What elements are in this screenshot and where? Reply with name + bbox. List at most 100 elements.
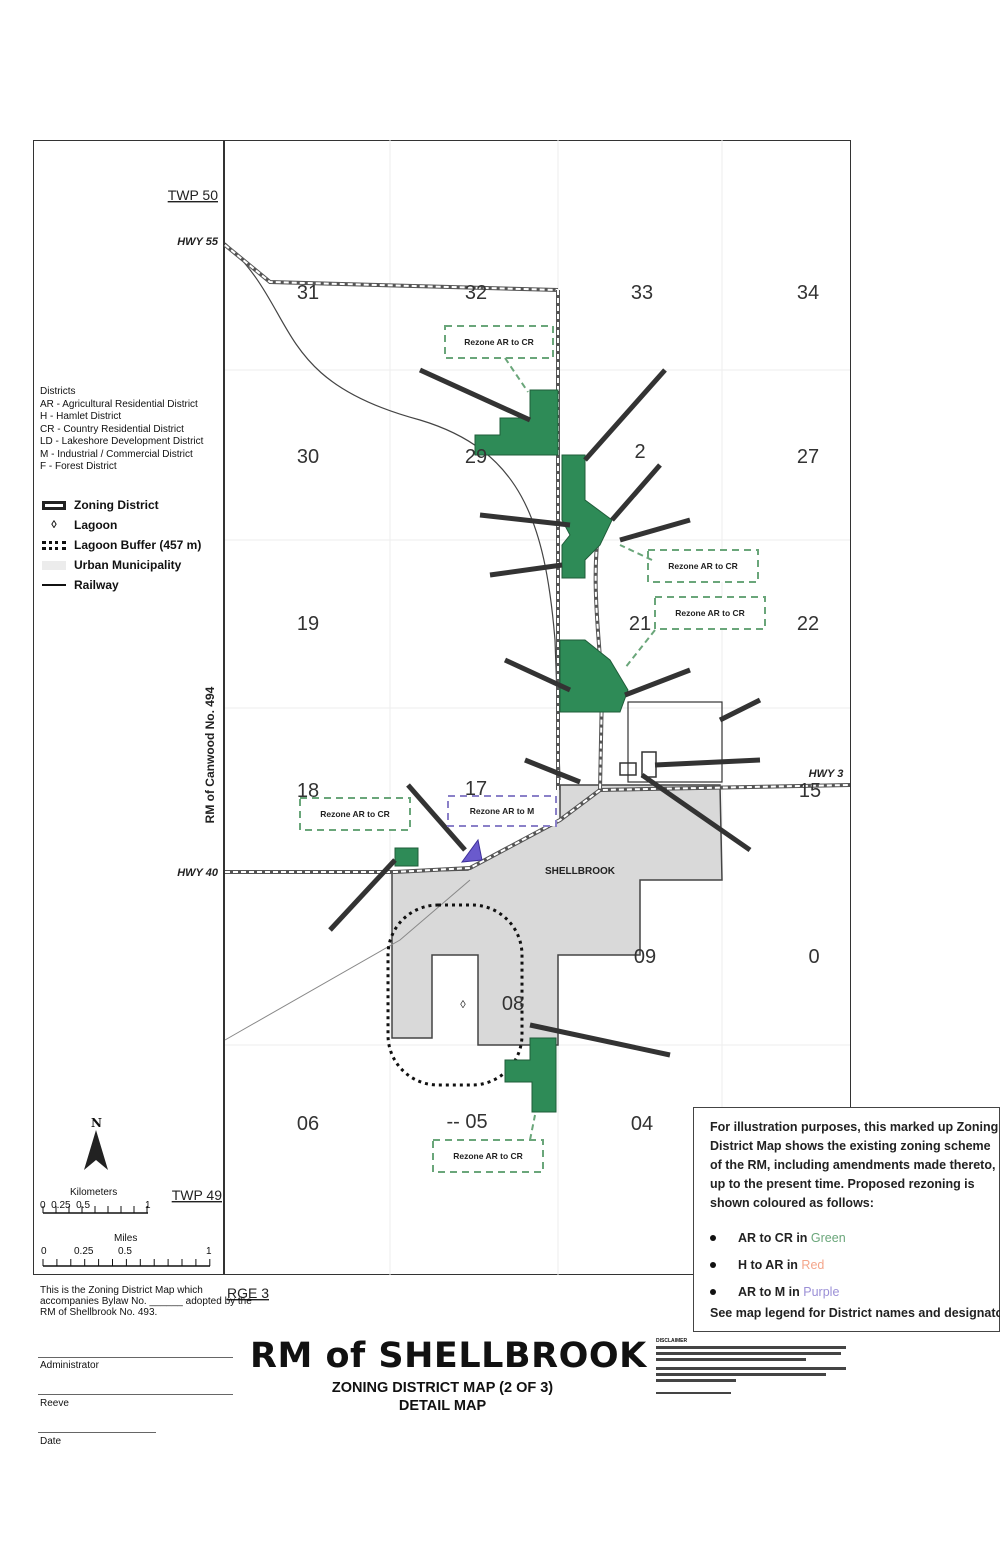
km-end: 1 xyxy=(145,1200,151,1211)
legend-lagoon: ◊ Lagoon xyxy=(42,515,201,535)
section-number-s30: 30 xyxy=(297,446,319,468)
rezone-label-r3: Rezone AR to CR xyxy=(675,608,745,618)
highway-1 xyxy=(225,784,851,873)
zone-label-cr6: CR xyxy=(566,0,595,5)
callout-leader-10 xyxy=(654,757,761,768)
callout-leader-13 xyxy=(406,783,467,852)
cr-parcel-green-3[interactable] xyxy=(394,847,419,867)
note-text: For illustration purposes, this marked u… xyxy=(710,1120,999,1210)
district-ld: LD - Lakeshore Development District xyxy=(40,436,204,447)
map-title: RM of SHELLBROOK xyxy=(250,1336,647,1376)
note-item-purple: AR to M in Purple xyxy=(710,1283,999,1302)
cr-outline-parcel[interactable] xyxy=(627,701,723,783)
rezone-box-r3[interactable] xyxy=(654,596,766,630)
callout-leader-0 xyxy=(418,367,532,423)
km-label: Kilometers xyxy=(70,1187,118,1198)
section-number-s29: 29 xyxy=(465,446,487,468)
zone-label-cr7: CR xyxy=(634,0,663,5)
north-arrow-icon xyxy=(84,1130,108,1170)
rezone-box-r2[interactable] xyxy=(647,549,759,583)
section-number-s15: 15 xyxy=(799,780,821,802)
section-number-s09: 09 xyxy=(634,946,656,968)
zone-label-cr4: CR xyxy=(487,0,516,5)
cr-parcel-green-1[interactable] xyxy=(561,454,613,579)
rezone-leader-6 xyxy=(529,1114,536,1141)
disclaimer-text-6 xyxy=(656,1379,736,1382)
disclaimer-text-4 xyxy=(656,1367,846,1370)
disclaimer-text-5 xyxy=(656,1373,826,1376)
reeve-label: Reeve xyxy=(40,1398,69,1409)
districts-heading: Districts xyxy=(40,386,76,397)
railway-icon xyxy=(42,584,66,586)
mi-0: 0 xyxy=(41,1246,47,1257)
section-number-s27: 27 xyxy=(797,446,819,468)
zone-label-ar10: AR xyxy=(956,0,984,5)
section-number-s21: 21 xyxy=(629,613,651,635)
rezone-box-r1[interactable] xyxy=(444,325,554,359)
twp50-label: TWP 50 xyxy=(168,187,219,203)
section-number-s08: 08 xyxy=(502,993,524,1015)
note-item-red: H to AR in Red xyxy=(710,1256,999,1275)
rge3-label: RGE 3 xyxy=(227,1285,269,1301)
legend-zoning-district: Zoning District xyxy=(42,495,201,515)
section-number-s32: 32 xyxy=(465,282,487,304)
rezone-box-r4[interactable] xyxy=(299,797,411,831)
lagoon-buffer-swatch xyxy=(42,540,66,550)
district-cr: CR - Country Residential District xyxy=(40,423,184,435)
symbol-legend: Zoning District ◊ Lagoon Lagoon Buffer (… xyxy=(42,495,201,595)
section-number-s10: 0 xyxy=(808,946,819,968)
map-frame xyxy=(33,140,851,1275)
rezone-label-r2: Rezone AR to CR xyxy=(668,561,738,571)
section-number-s19: 19 xyxy=(297,613,319,635)
cr-parcel-green-2[interactable] xyxy=(559,639,629,713)
callout-leader-3 xyxy=(479,512,571,528)
zone-label-cr9: CR xyxy=(675,0,704,5)
rezone-label-r1: Rezone AR to CR xyxy=(464,337,534,347)
section-number-s31: 31 xyxy=(297,282,319,304)
callout-leader-2 xyxy=(610,463,662,522)
callout-leader-11 xyxy=(640,772,752,853)
date-line xyxy=(38,1432,156,1433)
rezoning-note: For illustration purposes, this marked u… xyxy=(693,1107,1000,1332)
date-label: Date xyxy=(40,1436,62,1447)
rm-canwood-label: RM of Canwood No. 494 xyxy=(203,686,217,823)
rezone-label-r4: Rezone AR to CR xyxy=(320,809,390,819)
section-number-s05: -- 05 xyxy=(446,1111,487,1133)
cr-parcel-green-4[interactable] xyxy=(504,1037,557,1113)
zone-label-cr3: CR xyxy=(434,0,463,5)
section-number-s34: 34 xyxy=(797,282,819,304)
ar-small-parcel-2[interactable] xyxy=(641,751,657,778)
disclaimer-heading: DISCLAIMER xyxy=(656,1338,688,1344)
rezone-leader-2 xyxy=(619,544,653,561)
zoning-district-swatch xyxy=(42,500,66,510)
note-list: AR to CR in Green H to AR in Red AR to M… xyxy=(710,1229,999,1302)
reeve-line xyxy=(38,1394,233,1395)
disclaimer-date xyxy=(656,1392,731,1394)
rezone-label-r6: Rezone AR to CR xyxy=(453,1151,523,1161)
lagoon-buffer xyxy=(386,903,524,1087)
section-number-s17: 17 xyxy=(465,778,487,800)
district-f: F - Forest District xyxy=(40,461,117,472)
section-number-s33: 33 xyxy=(631,282,653,304)
mi-label: Miles xyxy=(114,1233,138,1244)
lagoon-icon-marker: ◊ xyxy=(460,999,466,1011)
rezone-box-r6[interactable] xyxy=(432,1139,544,1173)
zone-label-cr8: CR xyxy=(650,0,679,5)
district-m: M - Industrial / Commercial District xyxy=(40,448,193,460)
legend-railway: Railway xyxy=(42,575,201,595)
zone-label-m17: M xyxy=(756,0,773,5)
twp49-label: TWP 49 xyxy=(172,1187,223,1203)
administrator-label: Administrator xyxy=(40,1360,99,1371)
section-number-s04: 04 xyxy=(631,1113,653,1135)
m-parcel-purple[interactable] xyxy=(460,838,483,863)
disclaimer-text-1 xyxy=(656,1346,846,1349)
hwy40-label: HWY 40 xyxy=(177,867,219,879)
callout-leader-5 xyxy=(489,562,563,578)
rezone-box-r5[interactable] xyxy=(447,795,557,827)
zone-label-ar_top: AR xyxy=(211,0,239,5)
note-footer: See map legend for District names and de… xyxy=(710,1306,1000,1320)
callout-leader-8 xyxy=(718,697,762,723)
callout-leader-7 xyxy=(624,667,691,698)
mi-1: 1 xyxy=(206,1246,212,1257)
